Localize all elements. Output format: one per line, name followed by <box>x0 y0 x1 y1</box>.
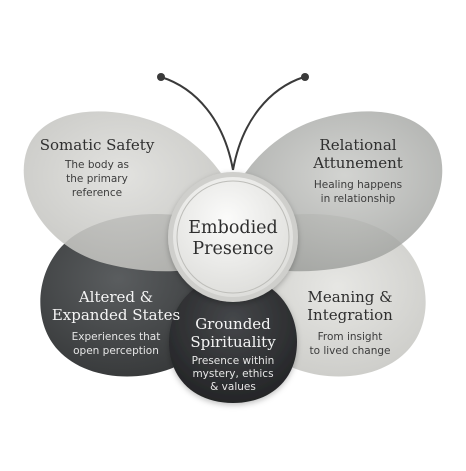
wing-subtitle: Healing happens <box>314 179 402 191</box>
wing-subtitle: mystery, ethics <box>192 368 273 380</box>
wing-subtitle: Presence within <box>192 355 275 367</box>
center-title-line2: Presence <box>192 239 273 259</box>
center-title-line1: Embodied <box>188 218 277 238</box>
label-top-left: Somatic Safety The body as the primary r… <box>40 136 155 199</box>
wing-title: Attunement <box>312 154 403 172</box>
antenna-tip-left <box>157 73 165 81</box>
wing-subtitle: The body as <box>64 159 129 171</box>
wing-title: Relational <box>319 136 396 154</box>
wing-subtitle: open perception <box>73 345 159 357</box>
antennae <box>157 73 309 171</box>
label-top-right: Relational Attunement Healing happens in… <box>312 136 403 205</box>
wing-subtitle: the primary <box>66 173 128 185</box>
label-bottom-left: Altered & Expanded States Experiences th… <box>52 288 180 357</box>
wing-title: Meaning & <box>307 288 392 306</box>
wing-subtitle: to lived change <box>309 345 390 357</box>
wing-title: Grounded <box>195 315 271 333</box>
wing-title: Somatic Safety <box>40 136 155 154</box>
wing-subtitle: & values <box>210 381 256 393</box>
wing-bottom-center <box>169 276 297 403</box>
wing-title: Altered & <box>78 288 153 306</box>
wing-title: Spirituality <box>190 333 276 351</box>
label-bottom-right: Meaning & Integration From insight to li… <box>307 288 393 357</box>
wing-title: Integration <box>307 306 393 324</box>
center-disc: Embodied Presence <box>168 172 298 302</box>
wing-subtitle: reference <box>72 187 122 199</box>
antenna-tip-right <box>301 73 309 81</box>
wing-subtitle: Experiences that <box>72 331 161 343</box>
wing-subtitle: From insight <box>318 331 383 343</box>
wing-title: Expanded States <box>52 306 180 324</box>
wing-subtitle: in relationship <box>321 193 396 205</box>
label-bottom-center: Grounded Spirituality Presence within my… <box>190 315 276 393</box>
